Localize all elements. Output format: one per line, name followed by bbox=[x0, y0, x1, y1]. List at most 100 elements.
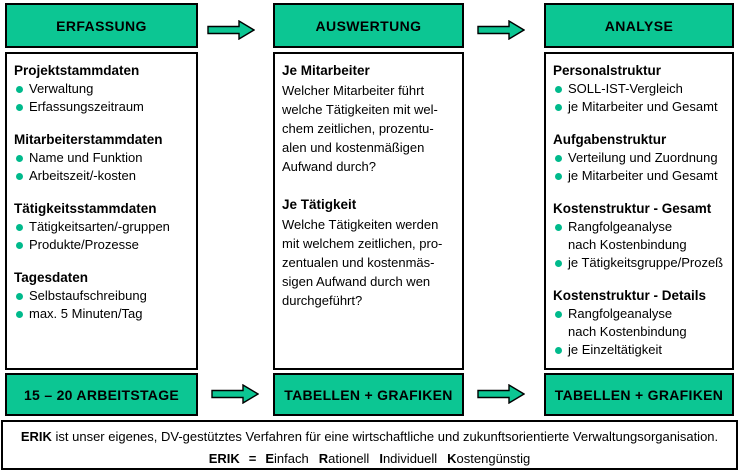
equals-sign: = bbox=[248, 451, 257, 466]
erfassung-bottom-label: 15 – 20 ARBEITSTAGE bbox=[23, 386, 180, 403]
list-item-text: Verteilung und Zuordnung bbox=[568, 150, 718, 165]
list-item: Name und Funktion bbox=[14, 149, 190, 167]
erfassung-header-label: ERFASSUNG bbox=[56, 17, 147, 34]
list-item: Erfassungszeitraum bbox=[14, 98, 190, 116]
analyse-header-label: ANALYSE bbox=[604, 17, 674, 34]
list-item: Arbeitszeit/-kosten bbox=[14, 167, 190, 185]
list-item-text: Verwaltung bbox=[29, 81, 94, 96]
list-item: Verwaltung bbox=[14, 80, 190, 98]
arrow-right-icon bbox=[477, 20, 525, 40]
arrow-right-icon bbox=[477, 384, 525, 404]
list-item-text: Tätigkeitsarten/-gruppen bbox=[29, 219, 170, 234]
section-kostenstruktur-gesamt: Kostenstruktur - Gesamt Rangfolgeanalyse… bbox=[553, 200, 726, 272]
section-title: Projektstammdaten bbox=[14, 63, 140, 78]
column-auswertung: AUSWERTUNG Je Mitarbeiter Welcher Mitarb… bbox=[273, 3, 464, 416]
section-title: Je Tätigkeit bbox=[282, 197, 357, 212]
bullet-icon bbox=[16, 86, 23, 93]
section-aufgabenstruktur: Aufgabenstruktur Verteilung und Zuordnun… bbox=[553, 131, 726, 185]
section-paragraph: Welche Tätigkeiten werden mit welchem ze… bbox=[282, 217, 443, 308]
list-item: je Tätigkeitsgruppe/Prozeß bbox=[553, 254, 726, 272]
auswertung-bottom-label: TABELLEN + GRAFIKEN bbox=[284, 386, 453, 403]
bullet-icon bbox=[16, 311, 23, 318]
bullet-icon bbox=[16, 293, 23, 300]
list-item: Verteilung und Zuordnung bbox=[553, 149, 726, 167]
analyse-bottom-box: TABELLEN + GRAFIKEN bbox=[544, 373, 734, 416]
list-item: Rangfolgeanalyse nach Kostenbindung bbox=[553, 218, 726, 254]
list-item-text: Produkte/Prozesse bbox=[29, 237, 139, 252]
section-je-taetigkeit: Je Tätigkeit Welche Tätigkeiten werden m… bbox=[282, 196, 456, 310]
list-item-text: Rangfolgeanalyse nach Kostenbindung bbox=[568, 306, 687, 339]
bullet-icon bbox=[555, 347, 562, 354]
list-item-text: je Einzeltätigkeit bbox=[568, 342, 662, 357]
list-item: SOLL-IST-Vergleich bbox=[553, 80, 726, 98]
list-item: je Einzeltätigkeit bbox=[553, 341, 726, 359]
bullet-icon bbox=[555, 104, 562, 111]
erfassung-bottom-box: 15 – 20 ARBEITSTAGE bbox=[5, 373, 198, 416]
acronym-word: Kostengünstig bbox=[447, 451, 531, 466]
list-item-text: Erfassungszeitraum bbox=[29, 99, 144, 114]
auswertung-header-label: AUSWERTUNG bbox=[315, 17, 422, 34]
column-analyse: ANALYSE Personalstruktur SOLL-IST-Vergle… bbox=[544, 3, 734, 416]
section-projektstammdaten: Projektstammdaten Verwaltung Erfassungsz… bbox=[14, 62, 190, 116]
section-title: Personalstruktur bbox=[553, 63, 662, 78]
acronym-word: Individuell bbox=[379, 451, 438, 466]
list-item: je Mitarbeiter und Gesamt bbox=[553, 167, 726, 185]
bullet-icon bbox=[555, 86, 562, 93]
list-item-text: je Mitarbeiter und Gesamt bbox=[568, 168, 718, 183]
section-taetigkeitsstammdaten: Tätigkeitsstammdaten Tätigkeitsarten/-gr… bbox=[14, 200, 190, 254]
bullet-icon bbox=[555, 260, 562, 267]
bullet-icon bbox=[555, 224, 562, 231]
bullet-icon bbox=[16, 224, 23, 231]
section-title: Kostenstruktur - Gesamt bbox=[553, 201, 712, 216]
bullet-icon bbox=[16, 173, 23, 180]
analyse-bottom-label: TABELLEN + GRAFIKEN bbox=[554, 386, 724, 403]
list-item: Tätigkeitsarten/-gruppen bbox=[14, 218, 190, 236]
section-paragraph: Welcher Mitarbeiter führt welche Tätigke… bbox=[282, 83, 438, 174]
list-item: Rangfolgeanalyse nach Kostenbindung bbox=[553, 305, 726, 341]
list-item-text: Name und Funktion bbox=[29, 150, 143, 165]
section-tagesdaten: Tagesdaten Selbstaufschreibung max. 5 Mi… bbox=[14, 269, 190, 323]
auswertung-bottom-box: TABELLEN + GRAFIKEN bbox=[273, 373, 464, 416]
erik-acronym: ERIK bbox=[20, 429, 52, 444]
list-item-text: SOLL-IST-Vergleich bbox=[568, 81, 683, 96]
footer-description-box: ERIK ist unser eigenes, DV-gestütztes Ve… bbox=[1, 420, 738, 470]
list-item-text: je Tätigkeitsgruppe/Prozeß bbox=[568, 255, 724, 270]
list-item-text: Rangfolgeanalyse nach Kostenbindung bbox=[568, 219, 687, 252]
section-title: Aufgabenstruktur bbox=[553, 132, 667, 147]
bullet-icon bbox=[555, 311, 562, 318]
list-item: je Mitarbeiter und Gesamt bbox=[553, 98, 726, 116]
erik-acronym: ERIK bbox=[208, 451, 240, 466]
arrow-right-icon bbox=[211, 384, 259, 404]
section-kostenstruktur-details: Kostenstruktur - Details Rangfolgeanalys… bbox=[553, 287, 726, 359]
analyse-header-box: ANALYSE bbox=[544, 3, 734, 48]
section-title: Je Mitarbeiter bbox=[282, 63, 370, 78]
section-title: Tätigkeitsstammdaten bbox=[14, 201, 157, 216]
analyse-body-box: Personalstruktur SOLL-IST-Vergleich je M… bbox=[544, 52, 734, 370]
section-title: Kostenstruktur - Details bbox=[553, 288, 707, 303]
column-erfassung: ERFASSUNG Projektstammdaten Verwaltung E… bbox=[5, 3, 198, 416]
list-item-text: je Mitarbeiter und Gesamt bbox=[568, 99, 718, 114]
section-je-mitarbeiter: Je Mitarbeiter Welcher Mitarbeiter führt… bbox=[282, 62, 456, 176]
bullet-icon bbox=[16, 104, 23, 111]
list-item-text: Selbstaufschreibung bbox=[29, 288, 147, 303]
bullet-icon bbox=[555, 173, 562, 180]
erik-acronym-expansion: ERIK = Einfach Rationell Individuell Kostengü… bbox=[3, 450, 736, 467]
arrow-right-icon bbox=[207, 20, 255, 40]
section-title: Mitarbeiterstammdaten bbox=[14, 132, 163, 147]
list-item: max. 5 Minuten/Tag bbox=[14, 305, 190, 323]
footer-description-text: ist unser eigenes, DV-gestütztes Verfahr… bbox=[51, 429, 719, 444]
section-title: Tagesdaten bbox=[14, 270, 89, 285]
erfassung-body-box: Projektstammdaten Verwaltung Erfassungsz… bbox=[5, 52, 198, 370]
footer-description: ERIK ist unser eigenes, DV-gestütztes Ve… bbox=[3, 428, 736, 445]
section-mitarbeiterstammdaten: Mitarbeiterstammdaten Name und Funktion … bbox=[14, 131, 190, 185]
erfassung-header-box: ERFASSUNG bbox=[5, 3, 198, 48]
list-item-text: Arbeitszeit/-kosten bbox=[29, 168, 136, 183]
list-item-text: max. 5 Minuten/Tag bbox=[29, 306, 143, 321]
list-item: Selbstaufschreibung bbox=[14, 287, 190, 305]
acronym-word: Einfach bbox=[265, 451, 309, 466]
bullet-icon bbox=[16, 242, 23, 249]
section-personalstruktur: Personalstruktur SOLL-IST-Vergleich je M… bbox=[553, 62, 726, 116]
acronym-word: Rationell bbox=[318, 451, 370, 466]
list-item: Produkte/Prozesse bbox=[14, 236, 190, 254]
